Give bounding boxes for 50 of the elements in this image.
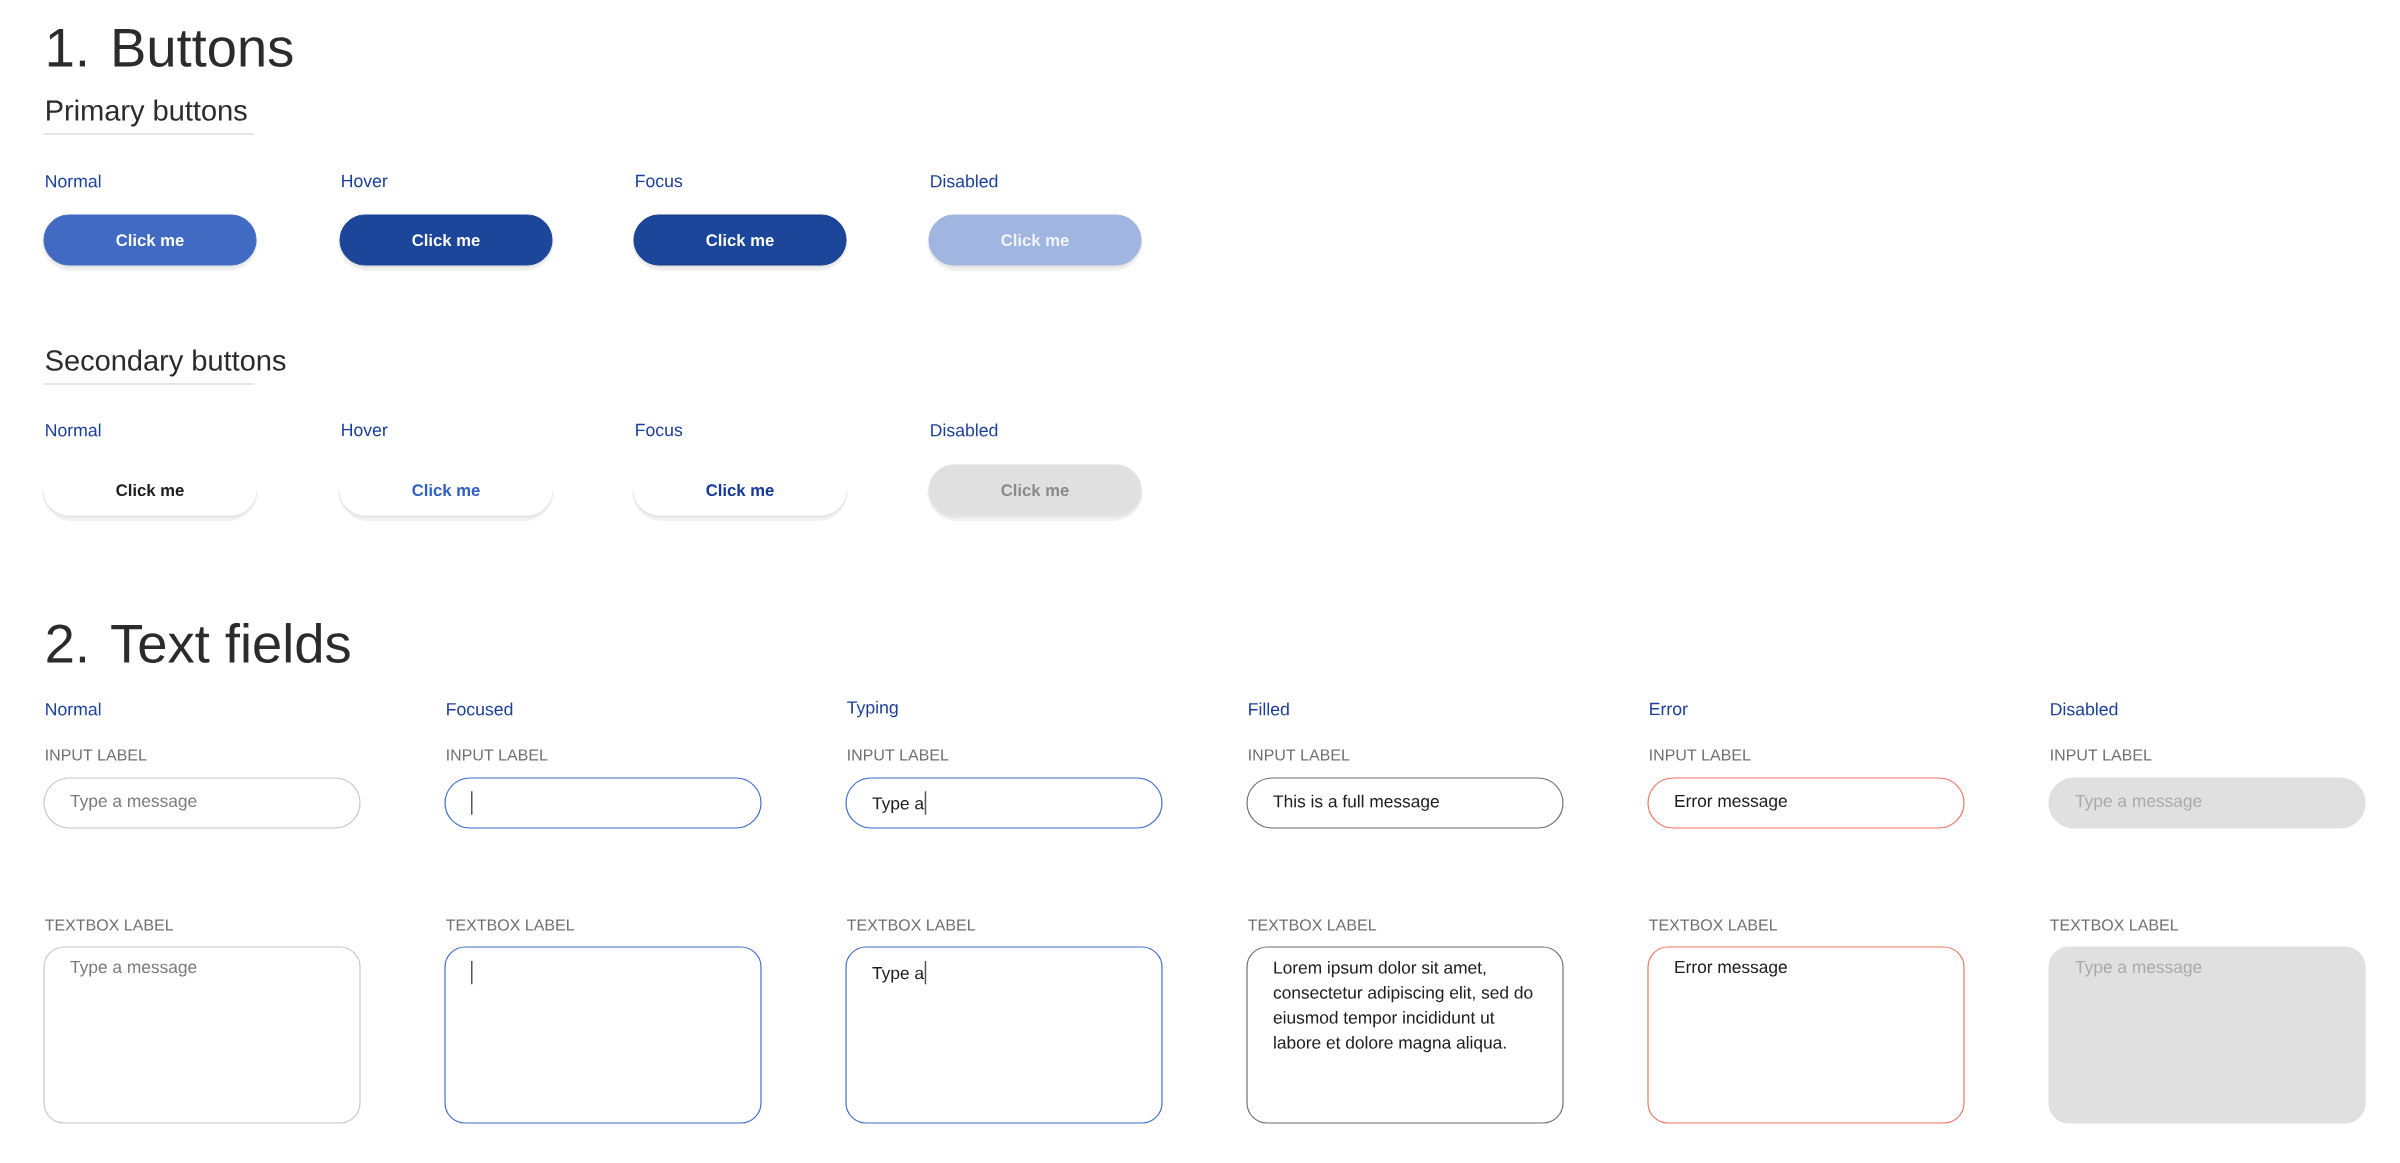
field-label: TEXTBOX LABEL [1649,919,1778,931]
text-area: Error message [1647,946,1965,1124]
field-label: TEXTBOX LABEL [2050,919,2179,931]
button: Click me [927,214,1143,271]
button: Click me [338,464,554,521]
state-label: Hover [342,423,388,437]
button: Click me [42,464,258,521]
field-label: INPUT LABEL [848,749,949,761]
field-label: TEXTBOX LABEL [847,919,976,931]
text-area: Type a message [43,946,361,1124]
section-heading: 1. Buttons [48,29,293,67]
state-label: Normal [46,702,101,716]
state-label: Normal [46,174,101,188]
input-field: This is a full message [1246,777,1564,829]
state-label: Filled [1249,702,1289,716]
input-field: Type a message [2048,777,2366,829]
state-label: Disabled [931,174,998,188]
field-label: TEXTBOX LABEL [446,919,575,931]
field-label: INPUT LABEL [46,749,147,761]
field-label: INPUT LABEL [2051,749,2152,761]
text-area: Type a message [2048,946,2366,1124]
button: Click me [632,214,848,271]
field-label: INPUT LABEL [1650,749,1751,761]
input-field: Type a message [43,777,361,829]
subheading: Secondary buttons [46,349,286,377]
text-area [444,946,762,1124]
button: Click me [632,464,848,521]
state-label: Error [1650,702,1688,716]
input-field: Error message [1647,777,1965,829]
subheading: Primary buttons [47,99,247,127]
state-label: Normal [46,423,101,437]
section-heading: 2. Text fields [47,623,350,663]
state-label: Disabled [931,423,998,437]
button: Click me [927,464,1143,521]
state-label: Typing [847,700,898,718]
state-label: Hover [342,174,388,188]
input-field: Type a [845,777,1163,829]
input-field [444,777,762,829]
text-area: Type a [845,946,1163,1124]
field-label: INPUT LABEL [447,749,548,761]
button: Click me [42,214,258,271]
state-label: Focused [447,702,513,716]
field-label: TEXTBOX LABEL [45,919,174,931]
state-label: Focus [636,423,683,437]
field-label: INPUT LABEL [1249,749,1350,761]
button: Click me [338,214,554,271]
state-label: Focus [636,174,683,188]
field-label: TEXTBOX LABEL [1248,919,1377,931]
state-label: Disabled [2051,702,2118,716]
text-area: Lorem ipsum dolor sit amet, consectetur adipiscing elit, sed do eiusmod tempor incididunt ut labore et dolore magna aliqua. [1246,946,1564,1124]
